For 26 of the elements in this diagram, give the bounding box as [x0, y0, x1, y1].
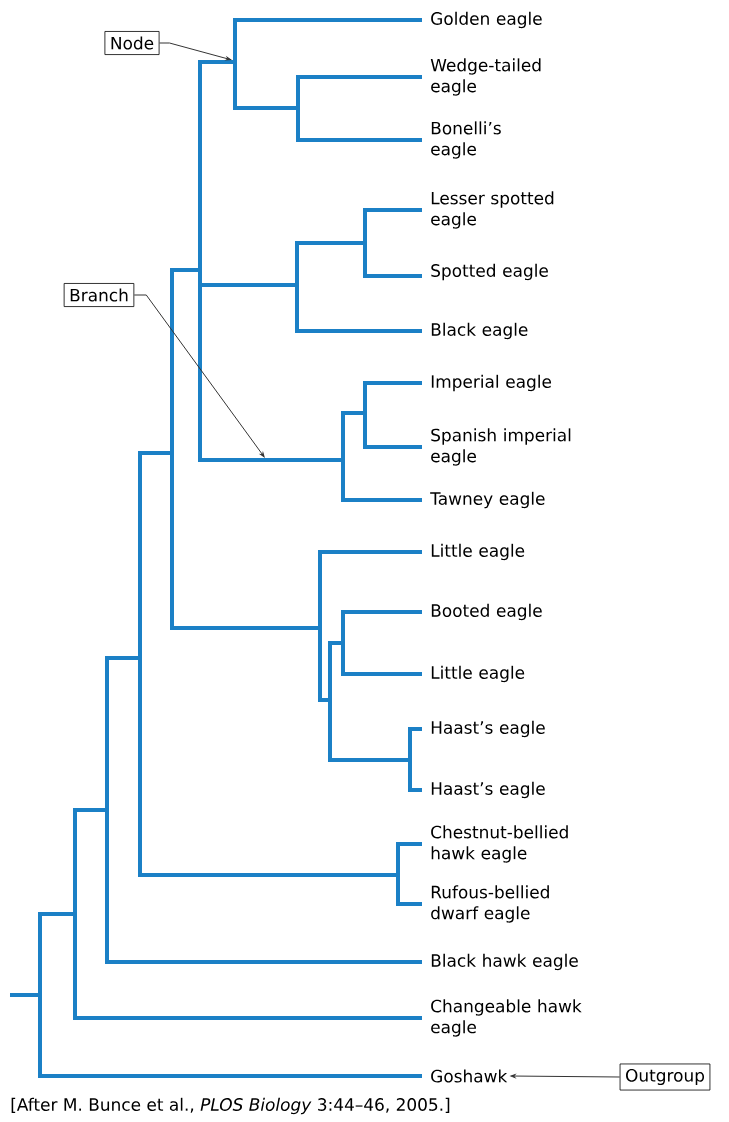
callout-box: Node	[104, 31, 160, 55]
leader-line	[133, 294, 265, 458]
taxon-label: Haast’s eagle	[431, 781, 545, 799]
callout-box: Outgroup	[619, 1063, 711, 1091]
taxon-label: Changeable hawk eagle	[431, 999, 582, 1037]
taxon-label: Spotted eagle	[431, 263, 548, 281]
caption: [After M. Bunce et al., PLOS Biology 3:44–46, 2005.]	[11, 1097, 450, 1115]
taxon-label: Lesser spotted eagle	[431, 191, 554, 229]
taxon-label: Chestnut-bellied hawk eagle	[431, 825, 568, 863]
taxon-label: Black hawk eagle	[431, 953, 578, 971]
leader-line	[159, 42, 232, 61]
taxon-label: Rufous-bellied dwarf eagle	[431, 885, 549, 923]
taxon-label: Little eagle	[431, 543, 525, 561]
taxon-label: Golden eagle	[431, 11, 542, 29]
taxon-label: Wedge-tailed eagle	[430, 58, 541, 96]
taxon-label: Booted eagle	[431, 603, 542, 621]
taxon-label: Haast’s eagle	[431, 720, 545, 738]
taxon-label: Goshawk	[431, 1069, 508, 1083]
taxon-label: Little eagle	[431, 665, 525, 683]
taxon-label: Tawney eagle	[430, 491, 545, 509]
taxon-label: Bonelli’s eagle	[431, 121, 501, 159]
taxon-label: Black eagle	[431, 322, 528, 340]
taxon-label: Imperial eagle	[431, 374, 552, 392]
leader-line	[510, 1074, 621, 1078]
callout-box: Branch	[63, 283, 135, 307]
taxon-label: Spanish imperial eagle	[431, 428, 571, 466]
